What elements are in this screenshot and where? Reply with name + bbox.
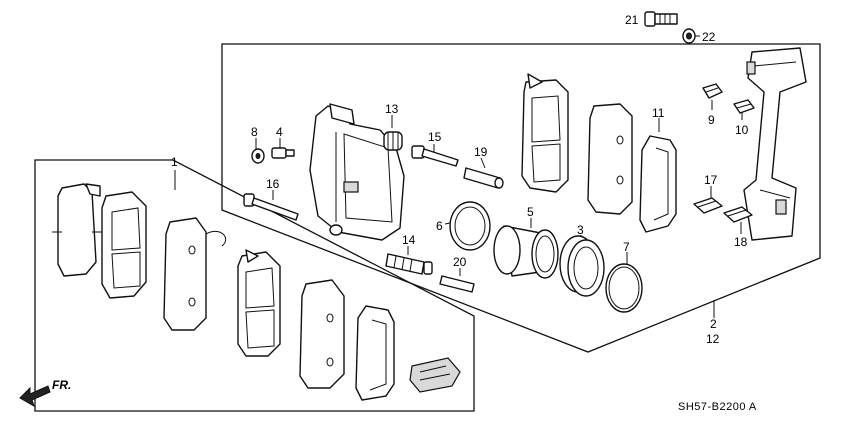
seal-6: [449, 201, 491, 251]
boot-3: [559, 235, 605, 297]
bleeder-cap-8: [251, 148, 265, 164]
label-part-9: 9: [708, 113, 715, 127]
label-part-18: 18: [734, 235, 748, 249]
label-part-10: 10: [735, 123, 749, 137]
bolt-15: [411, 145, 459, 167]
part-labels: 1 2 12 3 4 5 6 7 8 9 10 11 13 14 15 16 1…: [171, 13, 749, 346]
clip-17: [693, 197, 723, 214]
label-part-6: 6: [436, 219, 443, 233]
pad-set-items: [52, 183, 461, 401]
caliper-bracket: [743, 47, 807, 241]
clip-18: [723, 206, 753, 223]
clip-10: [733, 99, 755, 114]
front-direction-label: FR.: [52, 378, 71, 392]
label-part-16: 16: [266, 177, 280, 191]
label-part-22: 22: [702, 30, 716, 44]
label-part-21: 21: [625, 13, 639, 27]
bolt-16: [243, 193, 299, 221]
pin-19: [463, 167, 504, 189]
label-part-7: 7: [623, 240, 630, 254]
caliper-inner-pad: [521, 73, 569, 193]
pin-20: [439, 275, 475, 293]
label-part-11: 11: [652, 106, 665, 120]
piston-5: [493, 225, 559, 279]
shim-11: [639, 135, 677, 233]
label-part-5: 5: [527, 205, 534, 219]
label-part-14: 14: [402, 233, 416, 247]
caliper-body: [309, 103, 405, 241]
front-direction-arrow-icon: [19, 385, 51, 408]
label-part-17: 17: [704, 173, 718, 187]
label-part-15: 15: [428, 130, 442, 144]
clip-9: [702, 83, 723, 99]
label-part-12: 12: [706, 332, 720, 346]
label-part-20: 20: [453, 255, 467, 269]
diagram-code: SH57-B2200 A: [678, 401, 757, 413]
bleeder-screw-4: [271, 147, 295, 159]
caliper-outer-pad: [587, 103, 633, 215]
label-part-4: 4: [276, 125, 283, 139]
label-part-2: 2: [710, 317, 717, 331]
label-part-19: 19: [474, 145, 488, 159]
pad-set-frame: [34, 159, 475, 412]
washer-22: [682, 28, 696, 44]
boot-14: [385, 253, 433, 275]
boot-13: [383, 131, 403, 151]
ring-7: [605, 263, 643, 313]
label-part-8: 8: [251, 125, 258, 139]
caliper-assembly-frame: [221, 43, 821, 353]
label-part-3: 3: [577, 223, 584, 237]
label-part-13: 13: [385, 102, 399, 116]
label-part-1: 1: [171, 155, 178, 169]
bolt-21: [644, 11, 678, 27]
